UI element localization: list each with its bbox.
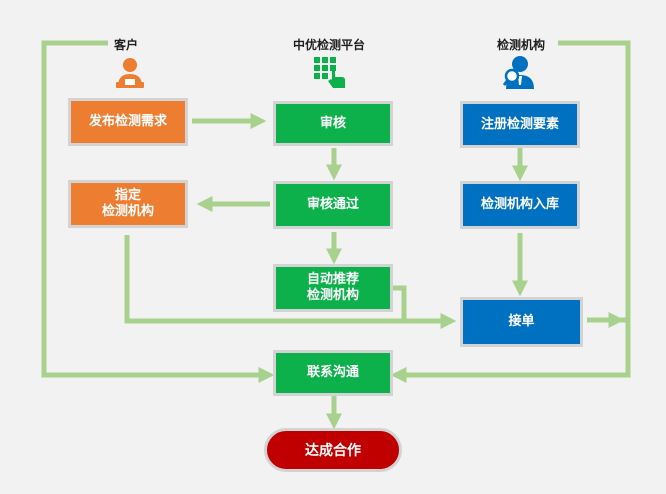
agency-search-user-icon [502, 56, 534, 89]
node-register-elements: 注册检测要素 [460, 101, 580, 148]
accept-to-communicate-line [390, 320, 631, 384]
customer-user-icon [116, 58, 144, 88]
column-title-platform: 中优检测平台 [290, 36, 369, 53]
recommend-to-accept-line [390, 285, 407, 321]
node-review-approved: 审核通过 [273, 181, 393, 229]
node-auto-recommend: 自动推荐 检测机构 [273, 264, 393, 312]
designate-to-accept-line [124, 235, 457, 330]
node-communicate: 联系沟通 [273, 350, 393, 396]
node-publish-request: 发布检测需求 [68, 98, 188, 146]
node-designate-agency: 指定 检测机构 [68, 180, 188, 228]
platform-keypad-icon [314, 57, 345, 88]
node-review: 审核 [273, 101, 393, 146]
node-accept-order: 接单 [460, 297, 583, 347]
column-title-customer: 客户 [111, 36, 142, 53]
node-agency-warehousing: 检测机构入库 [460, 181, 580, 229]
customer-to-communicate-line [41, 40, 275, 384]
node-deal-reached: 达成合作 [264, 428, 402, 472]
column-title-agency: 检测机构 [494, 36, 549, 53]
